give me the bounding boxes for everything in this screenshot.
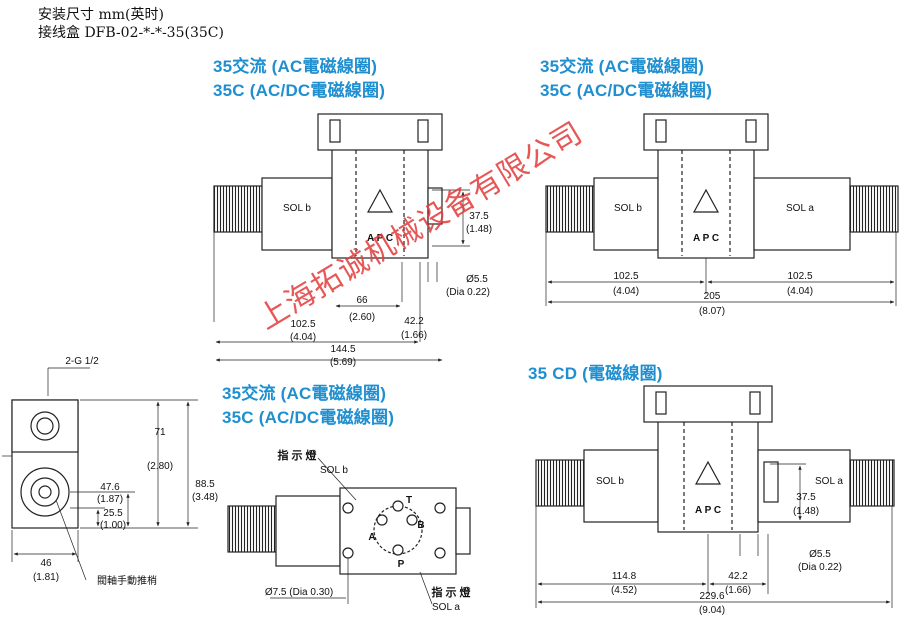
dim-value: Ø5.5	[466, 274, 488, 285]
indicator-lamp-label-top: 指 示 燈	[277, 448, 317, 462]
connector-nut-left	[535, 459, 585, 507]
dim-value: 144.5	[330, 344, 355, 355]
port-t-circle	[392, 500, 404, 512]
view-plan	[227, 457, 471, 605]
dim-value: 102.5	[613, 271, 638, 282]
title-bottom-middle-1: 35交流 (AC電磁線圈)	[222, 384, 387, 403]
dim-unit: (2.80)	[147, 461, 173, 472]
title-top-right-1: 35交流 (AC電磁線圈)	[540, 57, 705, 76]
sol-a-label: SOL a	[432, 602, 460, 613]
dim-unit: (2.60)	[349, 312, 375, 323]
dim-value: 102.5	[290, 319, 315, 330]
apc-logo-triangle	[692, 188, 720, 213]
title-bottom-middle-2: 35C (AC/DC電磁線圈)	[222, 408, 395, 427]
title-bottom-right: 35 CD (電磁線圈)	[528, 364, 663, 383]
apc-logo-triangle	[694, 460, 722, 485]
dim-unit: (1.87)	[97, 494, 123, 505]
plan-connector-nut	[227, 505, 277, 553]
mount-hole	[434, 502, 446, 514]
dim-value: 229.6	[699, 591, 724, 602]
view-side	[2, 367, 198, 581]
port-t-label: T	[406, 495, 412, 506]
port-a-circle	[376, 514, 388, 526]
port-b-circle	[406, 514, 418, 526]
port-b-label: B	[417, 520, 424, 531]
dim-unit: (1.00)	[100, 520, 126, 531]
dim-value: 42.2	[728, 571, 748, 582]
dim-value: 25.5	[103, 508, 123, 519]
apc-logo-triangle	[366, 188, 394, 213]
view-top-left	[213, 113, 470, 362]
dim-value: 114.8	[612, 571, 637, 582]
dim-unit: (1.48)	[466, 224, 492, 235]
dim-unit: (3.48)	[192, 492, 218, 503]
mount-hole	[342, 502, 354, 514]
port-a-label: A	[368, 532, 375, 543]
header-line-2: 接线盒 DFB-02-*-*-35(35C)	[38, 25, 224, 41]
dim-unit: (1.66)	[725, 585, 751, 596]
dim-value: 102.5	[787, 271, 812, 282]
dim-value: 71	[154, 427, 166, 438]
dim-value: 88.5	[195, 479, 215, 490]
indicator-lamp-label-bottom: 指 示 燈	[431, 585, 471, 599]
apc-logo-text: A P C	[367, 233, 393, 244]
solenoid-coil-left	[593, 177, 659, 251]
dim-value: 66	[356, 295, 368, 306]
connector-nut-left	[545, 185, 595, 233]
dim-unit: (1.66)	[401, 330, 427, 341]
header-line-1: 安装尺寸 mm(英时)	[38, 7, 164, 23]
plan-coil	[275, 495, 341, 567]
dim-unit: (Dia 0.22)	[798, 562, 842, 573]
connector-nut	[213, 185, 263, 233]
dim-value: Ø5.5	[809, 549, 831, 560]
dim-value: 42.2	[404, 316, 424, 327]
port-p-label: P	[398, 559, 405, 570]
dim-unit: (8.07)	[699, 306, 725, 317]
dim-unit: (9.04)	[699, 605, 725, 616]
sol-b-label: SOL b	[320, 465, 348, 476]
dim-value: 47.6	[100, 482, 120, 493]
sol-label-left: SOL b	[614, 203, 642, 214]
sol-label-right: SOL a	[786, 203, 814, 214]
title-top-right-2: 35C (AC/DC電磁線圈)	[540, 81, 713, 100]
dim-unit: (4.52)	[611, 585, 637, 596]
dim-value: 46	[40, 558, 52, 569]
port-p-circle	[392, 544, 404, 556]
dim-unit: (1.81)	[33, 572, 59, 583]
sol-label-left: SOL b	[596, 476, 624, 487]
solenoid-coil	[261, 177, 333, 251]
dim-unit: (Dia 0.22)	[446, 287, 490, 298]
apc-logo-text: A P C	[693, 233, 719, 244]
sol-label-right: SOL a	[815, 476, 843, 487]
title-top-left-1: 35交流 (AC電磁線圈)	[213, 57, 378, 76]
dim-unit: (5.69)	[330, 357, 356, 368]
mount-hole	[434, 547, 446, 559]
sol-label: SOL b	[283, 203, 311, 214]
hole-dim-label: Ø7.5 (Dia 0.30)	[265, 587, 333, 598]
dim-value: 205	[704, 291, 721, 302]
connector-nut-right	[849, 459, 895, 507]
apc-logo-text: A P C	[695, 505, 721, 516]
dim-unit: (1.48)	[793, 506, 819, 517]
connector-nut-right	[849, 185, 899, 233]
dim-unit: (4.04)	[787, 286, 813, 297]
title-top-left-2: 35C (AC/DC電磁線圈)	[213, 81, 386, 100]
dim-value: 37.5	[469, 211, 489, 222]
manual-override-note: 閥軸手動推梢	[97, 574, 157, 587]
port-label: 2-G 1/2	[65, 356, 99, 367]
dim-unit: (4.04)	[613, 286, 639, 297]
solenoid-coil-right	[753, 177, 851, 251]
dim-value: 37.5	[796, 492, 816, 503]
solenoid-coil-left	[583, 449, 659, 523]
dim-unit: (4.04)	[290, 332, 316, 343]
valve-body	[331, 147, 429, 259]
view-bottom-right	[535, 385, 895, 608]
view-top-right	[545, 113, 899, 306]
mount-hole	[342, 547, 354, 559]
